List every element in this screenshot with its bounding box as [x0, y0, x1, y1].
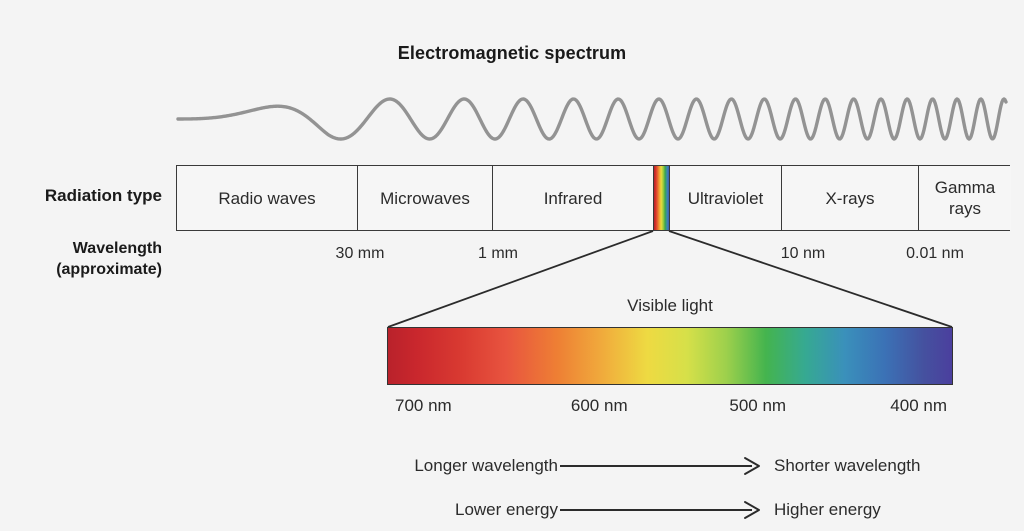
visible-light-title: Visible light [627, 296, 713, 315]
band-cell-label: X-rays [825, 188, 875, 208]
visible-light-tick: 700 nm [395, 396, 452, 415]
legend-right-wavelength: Shorter wavelength [774, 456, 921, 475]
wavelength-tick: 1 mm [478, 245, 518, 262]
legend-right-energy: Higher energy [774, 500, 881, 519]
page-title: Electromagnetic spectrum [397, 43, 627, 63]
wavelength-tick: 10 nm [780, 245, 826, 262]
legend-left-wavelength: Longer wavelength [414, 456, 558, 475]
legend-row-energy: Lower energy Higher energy [340, 495, 990, 525]
band-cell-radio-waves: Radio waves [177, 166, 358, 230]
band-cell-label: Infrared [543, 188, 603, 208]
band-cell-label: Gamma rays [934, 178, 996, 218]
wavelength-label-line1: Wavelength [72, 240, 162, 257]
band-cell-label: Microwaves [380, 188, 470, 208]
radiation-type-label: Radiation type [44, 186, 162, 205]
band-cell-gamma-rays: Gamma rays [919, 166, 1011, 230]
wavelength-label-line2: (approximate) [56, 261, 162, 278]
wave-path [176, 97, 1008, 141]
visible-light-tick: 600 nm [570, 396, 628, 415]
band-cell-infrared: Infrared [493, 166, 654, 230]
visible-light-gradient-bar [387, 327, 953, 385]
legend-arrow-wavelength [558, 456, 766, 476]
legend-left-energy: Lower energy [454, 500, 558, 519]
wavelength-tick: 0.01 nm [906, 245, 964, 262]
band-cell-x-rays: X-rays [782, 166, 919, 230]
arrow-right-icon [559, 501, 760, 519]
visible-light-tick: 400 nm [890, 396, 947, 415]
legend-arrow-energy [558, 500, 766, 520]
wavelength-tick: 30 mm [335, 245, 385, 262]
band-cell-ultraviolet: Ultraviolet [670, 166, 782, 230]
arrow-right-icon [559, 457, 760, 475]
chirp-wave-svg [176, 97, 1008, 141]
radiation-band: Radio waves Microwaves Infrared Ultraviolet… [176, 165, 1011, 231]
band-cell-label: Radio waves [218, 188, 316, 208]
visible-light-tick: 500 nm [729, 396, 787, 415]
band-cell-visible-light-sliver [654, 166, 670, 230]
chirp-wave-graphic [172, 78, 1012, 160]
legend-row-wavelength: Longer wavelength Shorter wavelength [340, 451, 990, 481]
wavelength-label: Wavelength (approximate) [0, 238, 162, 280]
band-cell-label: Ultraviolet [687, 188, 764, 208]
band-cell-microwaves: Microwaves [358, 166, 493, 230]
